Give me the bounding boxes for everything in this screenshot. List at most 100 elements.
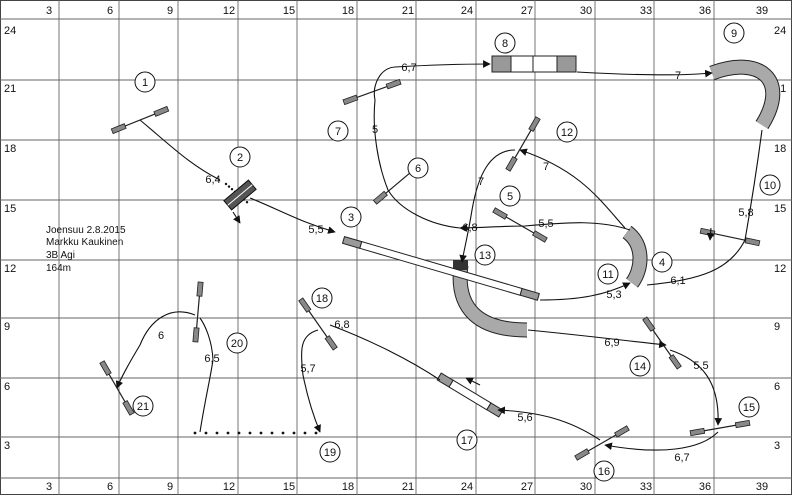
- distance-label: 6,8: [462, 222, 477, 234]
- obstacle-number-17: 17: [456, 429, 478, 451]
- obstacle-number-21: 21: [132, 395, 154, 417]
- obstacle-number-16: 16: [593, 460, 615, 482]
- path-5: [459, 222, 631, 232]
- obstacle-number-4: 4: [651, 251, 673, 273]
- weave-poles: [193, 182, 318, 435]
- path-2-3: [249, 197, 336, 234]
- x-tick-label-top: 6: [107, 5, 113, 17]
- course-class: 3B Agi: [46, 250, 75, 261]
- path-20-21: [115, 311, 196, 389]
- obstacle-number-5: 5: [499, 185, 521, 207]
- jump: [342, 78, 402, 106]
- obstacle-number-13: 13: [474, 244, 496, 266]
- distance-label: 7: [478, 176, 484, 188]
- y-tick-label-left: 3: [4, 440, 10, 452]
- x-tick-label-bottom: 33: [640, 481, 652, 493]
- x-tick-label-bottom: 12: [223, 481, 235, 493]
- jump: [192, 281, 204, 343]
- tire-dot: [227, 185, 231, 188]
- course-location-date: Joensuu 2.8.2015: [46, 225, 126, 236]
- x-tick-label-top: 24: [461, 5, 473, 17]
- x-tick-label-bottom: 30: [580, 481, 592, 493]
- path-20: [199, 317, 214, 433]
- distance-label: 5,7: [300, 363, 315, 375]
- y-tick-label-left: 21: [4, 83, 16, 95]
- distance-label: 5,5: [538, 218, 553, 230]
- jump: [505, 116, 541, 172]
- weave-pole: [193, 431, 197, 435]
- obstacle-number-11: 11: [597, 263, 619, 285]
- distance-label: 5,5: [308, 224, 323, 236]
- tunnel-4-fill: [622, 226, 647, 287]
- distance-label: 7: [675, 70, 681, 82]
- obstacle-number-12: 12: [556, 121, 578, 143]
- path-16-17: [497, 406, 601, 441]
- x-tick-label-top: 30: [580, 5, 592, 17]
- path-14-15: [669, 349, 723, 426]
- svg-text:6: 6: [415, 163, 421, 175]
- weave-pole: [314, 431, 318, 435]
- svg-text:12: 12: [561, 127, 573, 139]
- y-tick-label-right: 12: [774, 263, 786, 275]
- obstacle-number-6: 6: [407, 157, 429, 179]
- tire-exit-arrow: [232, 211, 241, 224]
- x-tick-label-top: 21: [402, 5, 414, 17]
- svg-text:1: 1: [142, 77, 148, 89]
- course-judge: Markku Kaukinen: [46, 237, 123, 248]
- svg-text:5: 5: [507, 191, 513, 203]
- distance-label: 6,5: [204, 353, 219, 365]
- x-tick-label-bottom: 9: [167, 481, 173, 493]
- svg-text:20: 20: [231, 338, 243, 350]
- tire-2: [223, 179, 257, 211]
- svg-text:14: 14: [634, 361, 646, 373]
- jump: [689, 419, 751, 437]
- x-tick-label-top: 33: [640, 5, 652, 17]
- x-tick-label-top: 27: [521, 5, 533, 17]
- obstacle-number-3: 3: [340, 206, 362, 228]
- y-tick-label-left: 15: [4, 203, 16, 215]
- x-tick-label-bottom: 39: [756, 481, 768, 493]
- obstacle-number-7: 7: [327, 120, 349, 142]
- tunnel-9-fill: [709, 60, 780, 129]
- svg-text:2: 2: [237, 152, 243, 164]
- path-15-16: [604, 431, 719, 451]
- x-tick-label-bottom: 3: [46, 481, 52, 493]
- x-tick-label-top: 9: [167, 5, 173, 17]
- svg-text:8: 8: [502, 38, 508, 50]
- obstacle-number-9: 9: [723, 22, 745, 44]
- obstacle-number-8: 8: [494, 32, 516, 54]
- y-tick-label-right: 24: [774, 25, 786, 37]
- x-tick-label-top: 12: [223, 5, 235, 17]
- svg-text:16: 16: [598, 466, 610, 478]
- svg-text:7: 7: [335, 126, 341, 138]
- obstacle-number-19: 19: [319, 441, 341, 463]
- weave-pole: [215, 431, 219, 435]
- svg-text:9: 9: [731, 28, 737, 40]
- weave-pole: [292, 431, 296, 435]
- jump: [642, 316, 682, 370]
- weave-pole: [270, 431, 274, 435]
- path-13-14: [527, 329, 667, 349]
- y-tick-label-left: 6: [4, 381, 10, 393]
- obstacle-number-20: 20: [226, 332, 248, 354]
- x-tick-label-bottom: 21: [402, 481, 414, 493]
- jump: [574, 425, 630, 461]
- distance-label: 6,1: [670, 275, 685, 287]
- distance-label: 6,4: [205, 174, 220, 186]
- path-10-9: [744, 129, 763, 241]
- dogwalk-3: [341, 235, 540, 301]
- obstacle-number-14: 14: [629, 355, 651, 377]
- y-tick-label-right: 18: [774, 143, 786, 155]
- obstacle-number-2: 2: [229, 146, 251, 168]
- svg-text:11: 11: [602, 269, 613, 281]
- obstacle-number-1: 1: [134, 71, 156, 93]
- obstacle-number-10: 10: [759, 174, 781, 196]
- x-tick-label-bottom: 36: [699, 481, 711, 493]
- x-tick-label-top: 18: [342, 5, 354, 17]
- x-tick-label-top: 39: [756, 5, 768, 17]
